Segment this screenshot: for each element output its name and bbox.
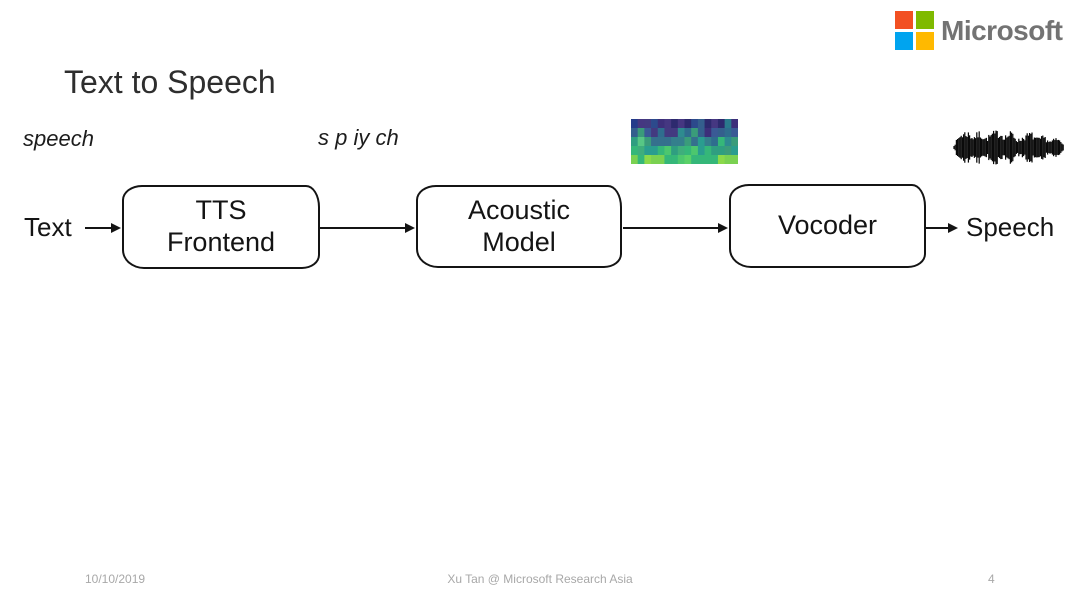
logo-square-red: [895, 11, 913, 29]
arrow-text-to-frontend: [85, 227, 112, 230]
node-label-line: TTS: [195, 195, 247, 226]
arrow-frontend-to-acoustic: [320, 227, 406, 230]
logo-square-green: [916, 11, 934, 29]
node-label-line: Acoustic: [467, 194, 571, 225]
logo-square-yellow: [916, 32, 934, 50]
diagram-node-vocoder: Vocoder: [729, 184, 926, 268]
diagram-node-tts-frontend: TTS Frontend: [122, 185, 320, 269]
diagram-input-label: Text: [24, 212, 72, 242]
footer-page-number: 4: [988, 572, 995, 586]
annotation-phonemes: s p iy ch: [318, 125, 399, 150]
logo-square-blue: [895, 32, 913, 50]
footer-date: 10/10/2019: [85, 572, 146, 586]
diagram-output-label: Speech: [966, 212, 1055, 242]
arrow-vocoder-to-speech: [926, 227, 949, 230]
node-label-line: Vocoder: [777, 210, 878, 241]
node-label-line: Frontend: [166, 227, 276, 257]
annotation-word: speech: [23, 126, 94, 151]
mel-spectrogram-image: [631, 119, 738, 164]
node-label-line: Model: [482, 226, 556, 257]
waveform-image: [953, 130, 1064, 165]
microsoft-wordmark: Microsoft: [941, 14, 1063, 46]
microsoft-logo: Microsoft: [895, 11, 1063, 50]
arrow-acoustic-to-vocoder: [623, 227, 719, 230]
footer-credit: Xu Tan @ Microsoft Research Asia: [447, 572, 633, 586]
microsoft-logo-icon: [895, 11, 934, 50]
diagram-node-acoustic-model: Acoustic Model: [416, 185, 622, 268]
slide-title: Text to Speech: [64, 64, 276, 100]
